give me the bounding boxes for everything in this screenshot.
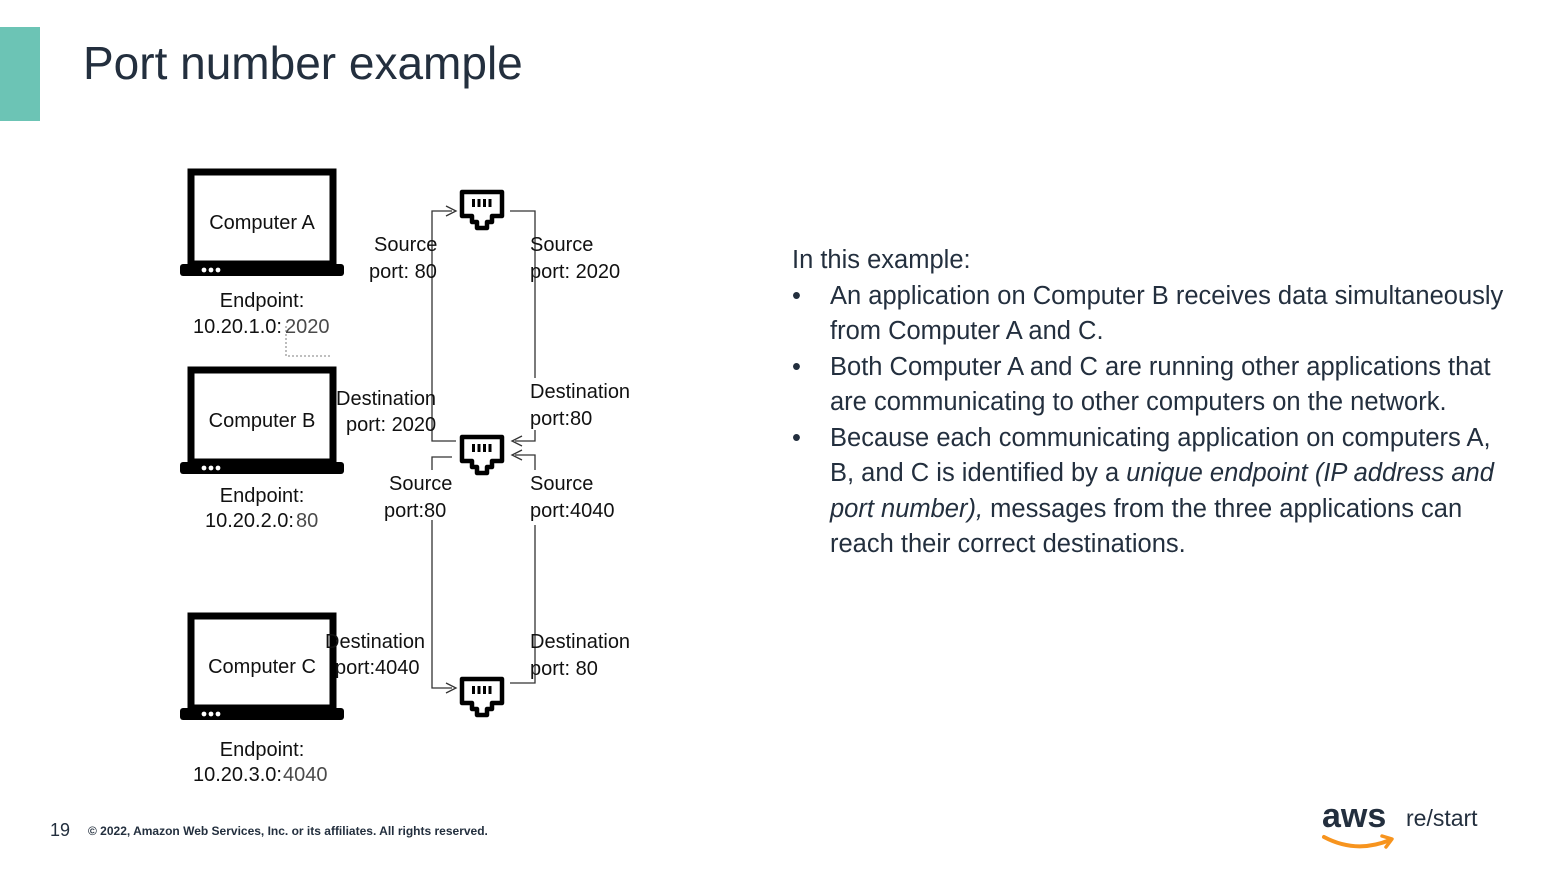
line-top-port-right [510,210,536,378]
aws-restart-logo: aws re/start [1322,797,1478,849]
b-dest-left-line2: port: 2020 [346,414,436,436]
line-right-to-b-port [515,430,536,442]
bullet-item: • An application on Computer B receives … [792,279,1512,350]
bullet-3-text-b: messages from the three applications can… [830,494,1463,559]
b-source-left-line1: Source [389,473,452,495]
explanation-text: In this example: • An application on Com… [792,243,1512,563]
arrow-b-port-lower [510,449,523,461]
a-source-right-line2: port: 2020 [530,261,620,283]
bullet-item: • Both Computer A and C are running othe… [792,350,1512,421]
network-port-icon [462,192,502,228]
line-left-to-b-port [431,383,456,442]
endpoint-a-ip: 10.20.1.0: [193,316,282,338]
line-left-to-bottom-port [431,520,452,689]
intro-text: In this example: [792,246,971,274]
b-source-left-line2: port:80 [384,500,446,522]
aws-smile-icon [1322,835,1392,849]
connection-lines [285,210,536,689]
endpoint-c-ip: 10.20.3.0: [193,764,282,786]
dotted-connector [285,326,330,357]
bullet-dot-icon: • [792,352,801,381]
line-right-from-bottom-port [510,525,536,684]
b-source-right-line1: Source [530,473,593,495]
bullet-list: • An application on Computer B receives … [792,279,1512,563]
copyright-notice: © 2022, Amazon Web Services, Inc. or its… [88,824,488,838]
bullet-dot-icon: • [792,423,801,452]
arrowheads [445,205,523,694]
bullet-dot-icon: • [792,281,801,310]
bullet-1-text: An application on Computer B receives da… [830,281,1504,346]
slide-number: 19 [50,820,71,840]
bullet-item: • Because each communicating application… [792,421,1512,563]
c-dest-right-line1: Destination [530,631,630,653]
endpoint-c-label: Endpoint: [220,739,305,761]
network-port-icon [462,679,502,715]
endpoint-a-value: 10.20.1.0:2020 [193,316,329,338]
line-b-port-right-down [515,454,536,470]
line-b-port-left-down [431,456,452,470]
computer-a-name: Computer A [209,212,315,234]
endpoint-c-value: 10.20.3.0:4040 [193,764,327,786]
b-dest-right-line2: port:80 [530,408,592,430]
endpoint-b-value: 10.20.2.0:80 [205,510,318,532]
slide-title: Port number example [83,37,523,89]
bullet-2-text: Both Computer A and C are running other … [830,352,1491,417]
b-dest-left-line1: Destination [336,388,436,410]
c-dest-left-line2: port:4040 [335,657,420,679]
port-diagram: Computer A Computer B Computer C Endpoin… [170,160,630,786]
c-dest-right-line2: port: 80 [530,658,598,680]
network-port-icon [462,437,502,473]
endpoint-b-port: 80 [296,510,318,532]
a-source-left-line2: port: 80 [369,261,437,283]
endpoint-b-ip: 10.20.2.0: [205,510,294,532]
computer-c-name: Computer C [208,656,316,678]
a-source-left-line1: Source [374,234,437,256]
arrow-top-port [445,205,458,217]
arrow-bottom-port [445,682,458,694]
aws-wordmark: aws [1322,797,1386,835]
endpoint-b-label: Endpoint: [220,485,305,507]
line-a-to-top-port [431,210,452,383]
arrow-b-port-upper [510,435,523,447]
endpoint-a-label: Endpoint: [220,290,305,312]
endpoint-c-port: 4040 [283,764,328,786]
bullet-3-emphasis: unique endpoint (IP address and port num… [830,459,1494,523]
endpoint-a-port: 2020 [285,316,330,338]
b-dest-right-line1: Destination [530,381,630,403]
restart-wordmark: re/start [1406,805,1478,831]
title-accent-bar [0,27,40,121]
b-source-right-line2: port:4040 [530,500,615,522]
bullet-3-text-a: Because each communicating application o… [830,423,1491,488]
a-source-right-line1: Source [530,234,593,256]
c-dest-left-line1: Destination [325,631,425,653]
computer-b-name: Computer B [209,410,316,432]
